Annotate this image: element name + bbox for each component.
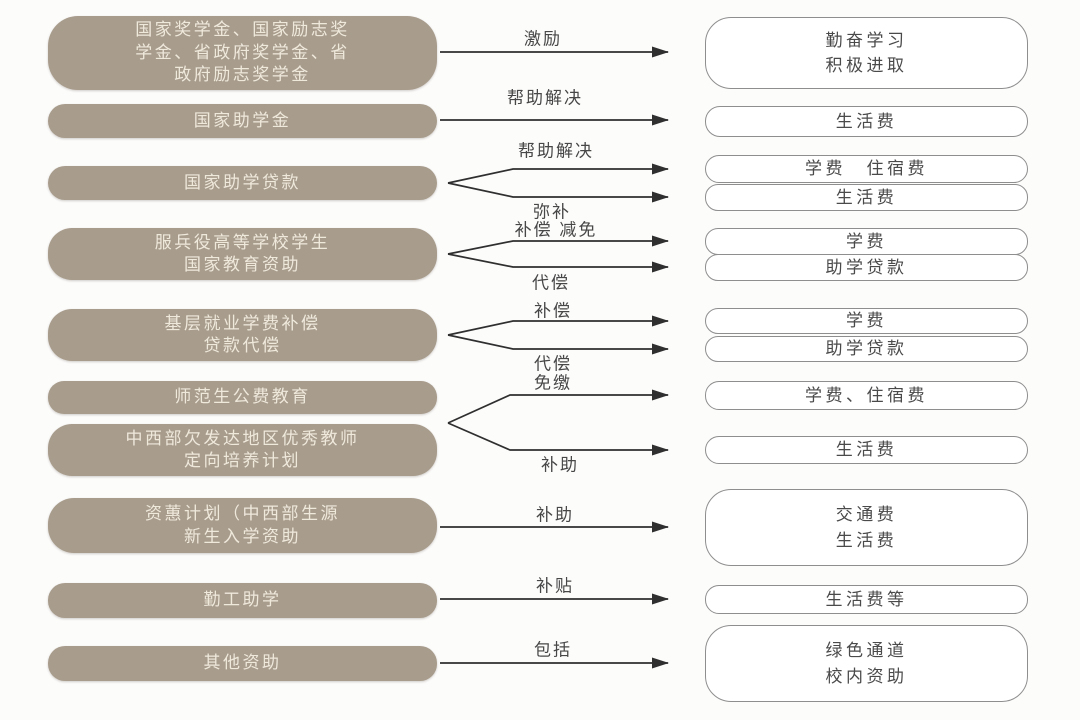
target-node-living-cost-2: 生活费 — [705, 184, 1028, 211]
arrow-loan-bottom — [447, 182, 669, 203]
target-node-tuition-accommodation: 学费 住宿费 — [705, 155, 1028, 183]
source-node-work-study: 勤工助学 — [48, 583, 437, 618]
target-node-living-cost-1: 生活费 — [705, 106, 1028, 137]
edge-label-help-solve-2: 帮助解决 — [518, 141, 594, 161]
edge-label-include: 包括 — [534, 640, 572, 660]
source-node-military-service: 服兵役高等学校学生 国家教育资助 — [48, 228, 437, 280]
edge-label-make-up: 弥补 — [533, 202, 571, 222]
edge-label-repay-2: 代偿 — [534, 354, 572, 374]
edge-label-exempt: 免缴 — [534, 373, 572, 393]
target-node-transport-living: 交通费 生活费 — [705, 489, 1028, 566]
arrow-military-bottom — [447, 253, 669, 273]
source-node-student-loan: 国家助学贷款 — [48, 166, 437, 200]
source-node-state-grant: 国家助学金 — [48, 104, 437, 138]
arrow-teacher-top — [447, 389, 669, 424]
target-node-green-channel: 绿色通道 校内资助 — [705, 625, 1028, 702]
arrow-teacher-bottom — [447, 422, 669, 456]
target-node-tuition-and-accommodation: 学费、住宿费 — [705, 381, 1028, 410]
edge-label-allowance: 补贴 — [536, 576, 574, 596]
source-node-scholarships: 国家奖学金、国家励志奖 学金、省政府奖学金、省 政府励志奖学金 — [48, 16, 437, 90]
arrow-loan-top — [447, 163, 669, 184]
target-node-tuition-1: 学费 — [705, 228, 1028, 255]
target-node-student-loan-2: 助学贷款 — [705, 336, 1028, 362]
target-node-study-hard: 勤奋学习 积极进取 — [705, 17, 1028, 89]
target-node-student-loan-1: 助学贷款 — [705, 254, 1028, 281]
edge-label-help-solve-1: 帮助解决 — [507, 88, 583, 108]
arrow-grassroots-top — [447, 315, 669, 336]
edge-label-subsidy-1: 补助 — [541, 455, 579, 475]
source-node-midwest-teacher-plan: 中西部欠发达地区优秀教师 定向培养计划 — [48, 424, 437, 476]
source-node-normal-student: 师范生公费教育 — [48, 381, 437, 414]
source-node-freshman-aid-plan: 资蕙计划（中西部生源 新生入学资助 — [48, 498, 437, 553]
edge-label-incentive: 激励 — [524, 29, 562, 49]
edge-label-repay-1: 代偿 — [532, 273, 570, 293]
target-node-living-cost-3: 生活费 — [705, 436, 1028, 464]
target-node-living-cost-etc: 生活费等 — [705, 585, 1028, 614]
edge-label-compensate: 补偿 — [534, 301, 572, 321]
edge-label-subsidy-2: 补助 — [536, 505, 574, 525]
target-node-tuition-2: 学费 — [705, 308, 1028, 334]
edge-label-compensate-reduce: 补偿 减免 — [514, 220, 598, 240]
arrow-grassroots-bottom — [447, 334, 669, 355]
source-node-grassroots-employment: 基层就业学费补偿 贷款代偿 — [48, 309, 437, 361]
arrow-military-top — [447, 235, 669, 255]
source-node-other-aid: 其他资助 — [48, 646, 437, 681]
